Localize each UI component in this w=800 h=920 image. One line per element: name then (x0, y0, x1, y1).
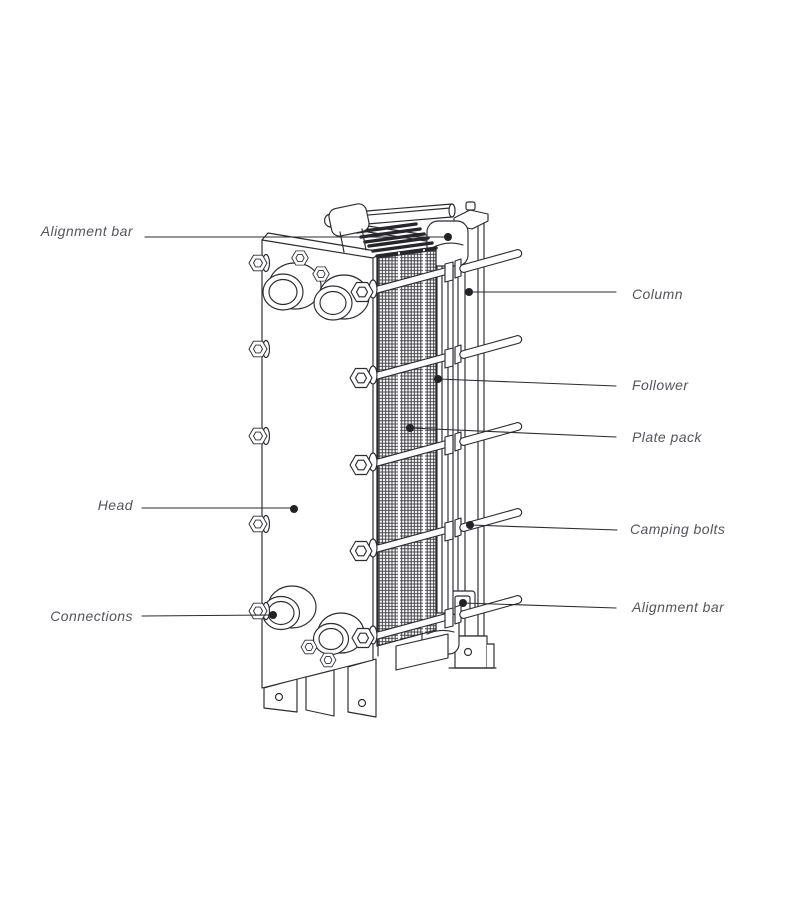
label-connections: Connections (50, 608, 133, 624)
clamping-bolt (349, 508, 523, 562)
head-plate-nuts (248, 250, 337, 668)
leader-alignment-bar-top (144, 233, 452, 241)
leader-head (141, 505, 298, 513)
label-head: Head (97, 497, 133, 513)
head-plate (261, 203, 379, 718)
clamping-bolt (350, 249, 523, 303)
clamping-bolt (349, 422, 523, 476)
clamping-bolt (351, 595, 523, 649)
callout-leaders (141, 233, 618, 619)
leader-plate-pack (406, 424, 617, 438)
port-top-left (262, 262, 322, 311)
leader-column (465, 288, 617, 296)
label-column: Column (632, 286, 683, 302)
leader-follower (434, 375, 617, 387)
leader-alignment-bar-bottom (459, 599, 617, 609)
label-alignment-bar-bottom: Alignment bar (632, 599, 725, 615)
leader-connections (141, 611, 277, 619)
label-plate-pack: Plate pack (632, 429, 702, 445)
clamping-bolts (349, 249, 523, 649)
label-camping-bolts: Camping bolts (630, 521, 726, 537)
leader-camping-bolts (466, 521, 618, 531)
port-bottom-left (261, 585, 317, 631)
label-follower: Follower (632, 377, 689, 393)
label-alignment-bar-top: Alignment bar (40, 223, 133, 239)
support-column (448, 201, 497, 669)
clamping-bolt (349, 335, 523, 389)
